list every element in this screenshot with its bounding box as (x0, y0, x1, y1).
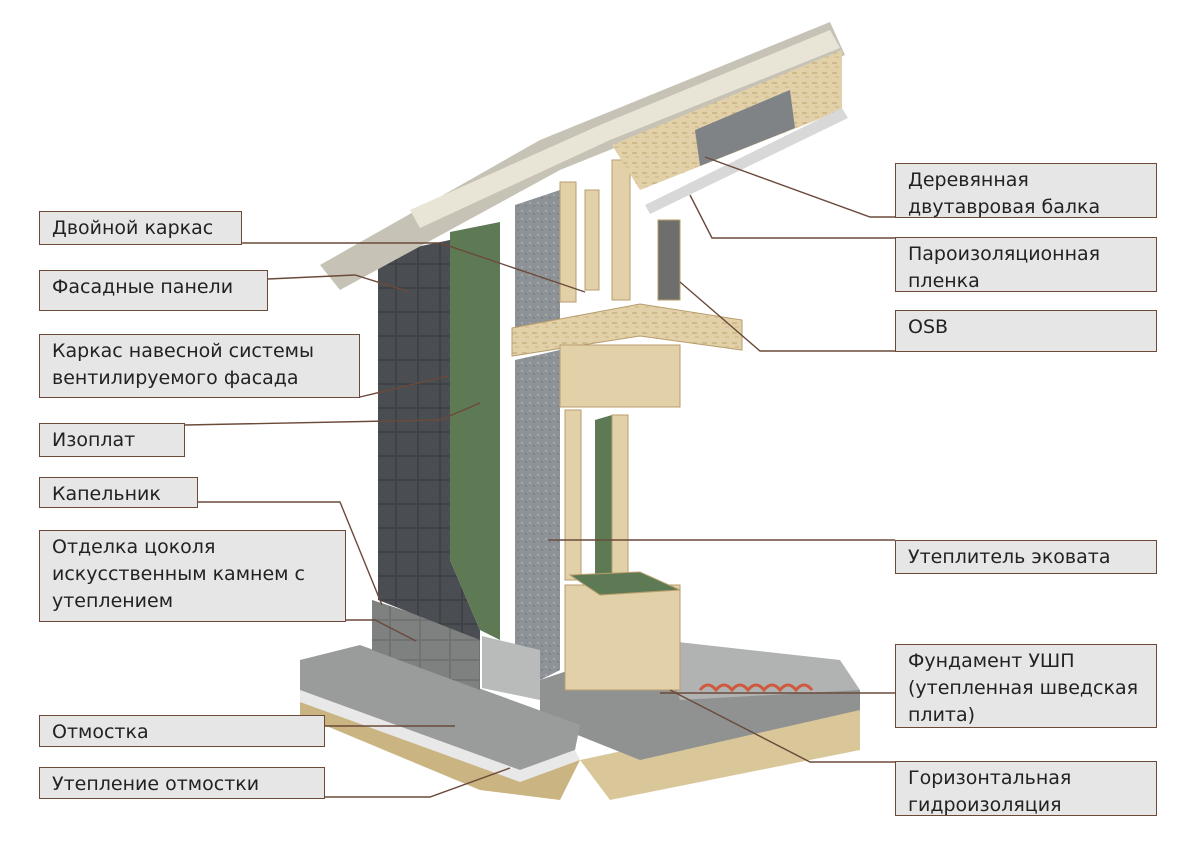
leader-8 (704, 156, 895, 218)
sole-plate-frame (564, 584, 681, 691)
label-horizontal-waterproofing: Горизонтальная гидроизоляция (895, 761, 1157, 816)
label-ecowool-insulation: Утеплитель эковата (895, 540, 1157, 574)
upper-wall-stud-inner (611, 159, 631, 301)
floor-joist-block (559, 344, 681, 408)
label-plinth-finish: Отделка цоколя искусственным камнем с ут… (39, 530, 346, 622)
leader-3 (184, 402, 481, 426)
label-drip-edge-text: Капельник (52, 483, 161, 505)
green-board-layer (450, 222, 500, 640)
lower-wall-stud-inner (611, 414, 629, 586)
timber-frame-illustration (511, 159, 743, 691)
leader-7 (325, 767, 511, 798)
facade-panels (378, 240, 480, 640)
label-ventilated-facade-frame-text: Каркас навесной системы вентилируемого ф… (52, 340, 314, 389)
label-facade-panels-text: Фасадные панели (52, 276, 234, 298)
label-blind-area-text: Отмостка (52, 721, 149, 743)
label-blind-area-insulation-text: Утепление отмостки (52, 773, 260, 795)
leader-5 (346, 619, 417, 642)
upper-wall-stud-outer (559, 181, 577, 303)
label-facade-panels: Фасадные панели (39, 270, 268, 311)
inner-green-board (595, 415, 612, 585)
label-isoplat: Изоплат (39, 423, 185, 457)
roof-underside-strip (645, 108, 848, 214)
label-ecowool-insulation-text: Утеплитель эковата (908, 546, 1111, 568)
label-blind-area: Отмостка (39, 715, 325, 747)
label-drip-edge: Капельник (39, 477, 198, 508)
underfloor-heating-pipes (698, 683, 814, 693)
label-vapour-barrier-text: Пароизоляционная пленка (908, 243, 1101, 292)
lower-wall-stud-outer (564, 409, 582, 581)
leader-2 (359, 375, 449, 398)
label-isoplat-text: Изоплат (52, 429, 136, 451)
label-swedish-slab-foundation-text: Фундамент УШП (утепленная шведская плита… (908, 650, 1139, 726)
roof-illustration (320, 22, 848, 290)
leader-13 (669, 689, 895, 763)
leader-10 (679, 281, 895, 352)
label-osb: OSB (895, 310, 1157, 352)
roof-battens (410, 30, 840, 228)
label-wooden-i-beam: Деревянная двутавровая балка (895, 163, 1157, 218)
blind-area-slab (300, 645, 580, 770)
label-vapour-barrier: Пароизоляционная пленка (895, 237, 1157, 292)
label-blind-area-insulation: Утепление отмостки (39, 767, 325, 799)
upper-wall-stud-mid (584, 189, 600, 291)
label-double-frame-text: Двойной каркас (52, 217, 214, 239)
leader-9 (689, 194, 895, 239)
leader-1 (267, 274, 411, 293)
label-swedish-slab-foundation: Фундамент УШП (утепленная шведская плита… (895, 644, 1157, 728)
wall-illustration (372, 190, 612, 700)
leader-lines (184, 156, 895, 798)
leader-0 (242, 242, 586, 293)
wool-insulation-lower (515, 350, 560, 680)
label-double-frame: Двойной каркас (39, 211, 242, 245)
label-plinth-finish-text: Отделка цоколя искусственным камнем с ут… (52, 536, 305, 612)
foundation-slab-top (660, 640, 860, 700)
plinth-stone-finish (372, 600, 480, 690)
floor-osb-deck (511, 303, 743, 357)
leader-4 (198, 501, 383, 606)
vapour-barrier-film (657, 219, 681, 301)
label-ventilated-facade-frame: Каркас навесной системы вентилируемого ф… (39, 334, 360, 398)
label-horizontal-waterproofing-text: Горизонтальная гидроизоляция (908, 767, 1072, 816)
i-beam-web-insulation (695, 90, 795, 166)
wool-insulation-upper (515, 190, 560, 330)
label-osb-text: OSB (908, 316, 949, 338)
plinth-block (482, 636, 540, 700)
green-floor-board (568, 571, 681, 596)
label-wooden-i-beam-text: Деревянная двутавровая балка (908, 169, 1101, 218)
